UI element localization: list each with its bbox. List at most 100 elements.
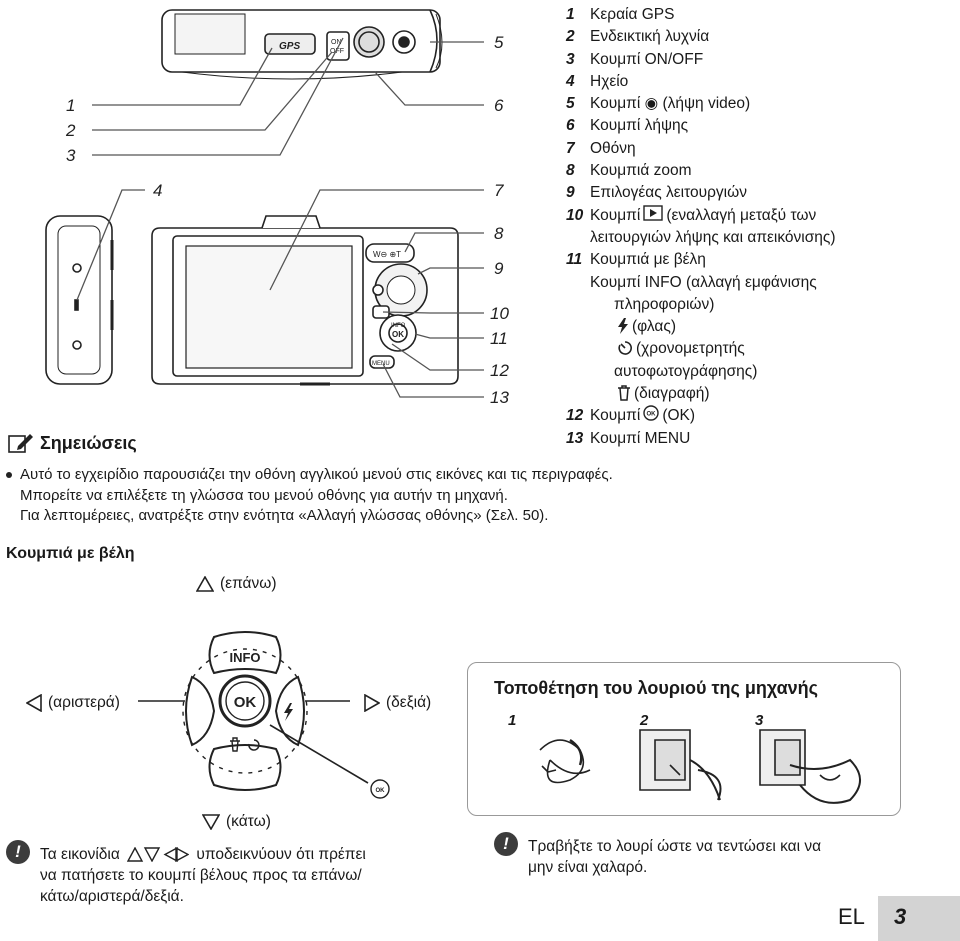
callout-12: 12 <box>490 361 509 380</box>
legend-text: Ενδεικτική λυχνία <box>590 28 710 46</box>
camera-side-view <box>45 215 114 385</box>
tip-right: Τραβήξτε το λουρί ώστε να τεντώσει και ν… <box>528 836 821 878</box>
back-info-label: INFO <box>391 323 406 329</box>
tip-left: Τα εικονίδια υποδεικνύουν ότι πρέπει να … <box>40 844 366 907</box>
triangle-right-icon <box>364 694 380 712</box>
language-code: EL <box>838 904 865 929</box>
arrow-pad-diagram: INFO OK OK <box>138 631 390 799</box>
dir-down: (κάτω) <box>202 813 271 831</box>
legend-item-10: 10 Κουμπί (εναλλαγή μεταξύ των <box>566 204 956 227</box>
zoom-label: W⊖ ⊕T <box>373 250 401 259</box>
strap-title: Τοποθέτηση του λουριού της μηχανής <box>494 678 819 698</box>
callout-9: 9 <box>494 259 504 278</box>
arrow-section-title: Κουμπιά με βέλη <box>6 545 135 562</box>
pad-outline <box>182 648 308 774</box>
legend-text: (διαγραφή) <box>634 385 710 403</box>
ok-icon: OK <box>643 405 660 422</box>
playback-icon <box>643 204 664 221</box>
legend-text: Κουμπί MENU <box>590 429 691 447</box>
dir-label: (κάτω) <box>226 813 271 830</box>
legend-num: 13 <box>566 429 584 447</box>
legend-num: 6 <box>566 117 575 135</box>
legend-text: (χρονομετρητής <box>636 340 745 358</box>
callout-3: 3 <box>66 146 76 165</box>
legend-num: 1 <box>566 6 575 23</box>
pad-trash-icon <box>230 737 240 752</box>
legend-num: 2 <box>566 28 575 46</box>
notes-title: Σημειώσεις <box>40 432 137 453</box>
legend-text: λειτουργιών λήψης και απεικόνισης) <box>590 228 836 246</box>
legend-item: 7 Οθόνη <box>566 138 956 160</box>
pad-ok-label: OK <box>234 694 257 711</box>
strap-illustrations <box>539 729 861 804</box>
page-tab <box>878 896 960 941</box>
tip-text: να πατήσετε το κουμπί βέλους προς τα επά… <box>40 867 362 884</box>
legend-text: Επιλογέας λειτουργιών <box>590 184 747 202</box>
triangle-down-icon <box>202 814 220 830</box>
self-timer-icon <box>618 341 632 356</box>
notes-line: Μπορείτε να επιλέξετε τη γλώσσα του μενο… <box>20 486 508 504</box>
legend-num: 8 <box>566 162 575 180</box>
callout-11: 11 <box>490 329 508 348</box>
legend-num: 7 <box>566 139 575 157</box>
tip-text: Τα εικονίδια <box>40 846 120 863</box>
legend-text: Ηχείο <box>590 72 629 90</box>
legend-num: 11 <box>566 251 583 269</box>
legend-item: 9 Επιλογέας λειτουργιών <box>566 182 956 204</box>
legend-text: Οθόνη <box>590 139 636 157</box>
tip-text: υποδεικνύουν ότι πρέπει <box>196 846 366 863</box>
page-number: 3 <box>894 904 907 929</box>
legend-text: Κεραία GPS <box>590 6 675 23</box>
notes-line: Για λεπτομέρειες, ανατρέξτε στην ενότητα… <box>20 507 549 524</box>
callout-8: 8 <box>494 224 504 243</box>
legend-timer-row: (χρονομετρητής <box>566 338 956 360</box>
legend-text: αυτοφωτογράφησης) <box>614 362 758 380</box>
legend-text: (OK) <box>662 407 696 425</box>
strap-panel <box>467 662 901 816</box>
on-label: ON <box>331 39 342 46</box>
bullet-icon <box>6 472 12 478</box>
gps-label: GPS <box>279 41 300 52</box>
legend-text: Κουμπιά με βέλη <box>590 251 706 269</box>
warning-icon: ! <box>494 832 518 856</box>
callout-4: 4 <box>153 181 163 200</box>
camera-top-view <box>161 9 443 80</box>
legend-text: πληροφοριών) <box>614 295 715 313</box>
dir-right: (δεξιά) <box>364 694 431 712</box>
strap-step-2: 2 <box>640 712 649 729</box>
ok-small-icon <box>370 779 390 799</box>
flash-icon <box>618 318 628 335</box>
dir-label: (επάνω) <box>220 575 277 592</box>
pad-ok-button <box>218 674 272 728</box>
legend-num: 9 <box>566 184 575 202</box>
legend-text: Κουμπί ◉ (λήψη video) <box>590 95 751 113</box>
dir-label: (δεξιά) <box>386 694 432 711</box>
legend-item: 5 Κουμπί ◉ (λήψη video) <box>566 93 956 115</box>
notes-line: Αυτό το εγχειρίδιο παρουσιάζει την οθόνη… <box>20 466 613 483</box>
callout-6: 6 <box>494 96 504 115</box>
legend-text: Κουμπί INFO (αλλαγή εμφάνισης <box>590 273 817 291</box>
legend-text: Κουμπί ON/OFF <box>590 50 704 68</box>
arrow-triangles-icon <box>127 847 190 862</box>
pad-up-segment <box>208 631 282 675</box>
notes-body: Αυτό το εγχειρίδιο παρουσιάζει την οθόνη… <box>6 465 613 527</box>
tip-text: κάτω/αριστερά/δεξιά. <box>40 888 184 905</box>
back-ok-label: OK <box>392 330 404 339</box>
callout-5: 5 <box>494 33 504 52</box>
callout-1: 1 <box>66 96 76 115</box>
legend-num: 12 <box>566 407 584 425</box>
legend-text: Κουμπί <box>590 206 641 224</box>
notes-heading: Σημειώσεις <box>8 432 137 454</box>
tip-text: μην είναι χαλαρό. <box>528 859 648 876</box>
triangle-left-icon <box>26 694 42 712</box>
legend-num: 10 <box>566 206 584 224</box>
pad-left-segment <box>185 675 216 747</box>
back-menu-label: MENU <box>372 361 390 367</box>
pad-timer-icon <box>248 739 260 751</box>
legend-num: 5 <box>566 95 575 113</box>
callout-7: 7 <box>494 181 504 200</box>
camera-diagram: GPS ON OFF W⊖ ⊕T INFO OK MENU <box>45 9 484 398</box>
